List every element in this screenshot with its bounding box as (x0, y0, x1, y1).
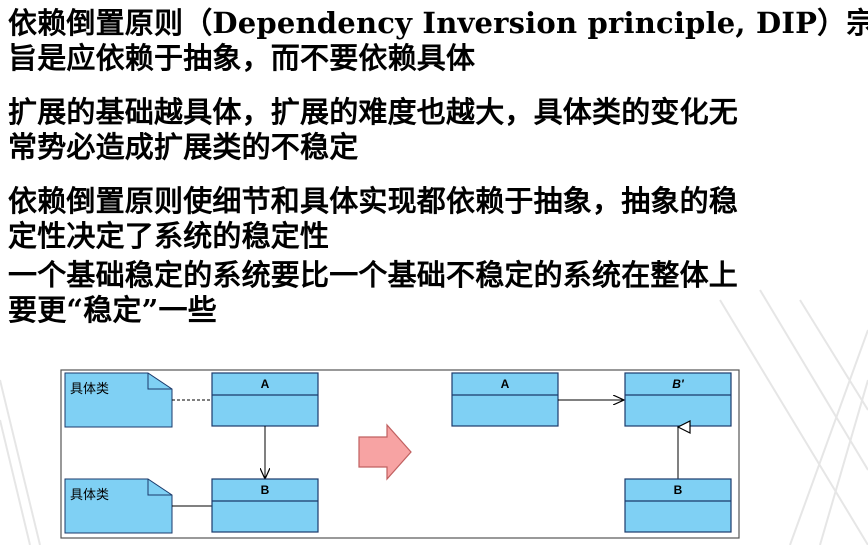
note-concrete-class-top: 具体类 (64, 372, 173, 428)
class-name-b-left: B (261, 483, 270, 497)
note-concrete-class-bottom: 具体类 (64, 478, 173, 534)
paragraph-line: 一个基础稳定的系统要比一个基础不稳定的系统在整体上 (8, 258, 739, 292)
paragraph-line: 常势必造成扩展类的不稳定 (8, 130, 359, 164)
paragraph-line: 定性决定了系统的稳定性 (8, 219, 330, 253)
class-box-b-prime: B' (624, 372, 732, 427)
paragraph-stable-system: 一个基础稳定的系统要比一个基础不稳定的系统在整体上 要更“稳定”一些 (8, 258, 864, 328)
class-box-a-right: A (451, 372, 559, 427)
note-label-top: 具体类 (70, 381, 109, 396)
paragraph-extension-difficulty: 扩展的基础越具体，扩展的难度也越大，具体类的变化无 常势必造成扩展类的不稳定 (8, 95, 864, 165)
paragraph-line: 旨是应依赖于抽象，而不要依赖具体 (8, 41, 476, 75)
paragraph-line: 扩展的基础越具体，扩展的难度也越大，具体类的变化无 (8, 95, 739, 129)
note-label-bottom: 具体类 (70, 487, 109, 502)
class-name-b-prime: B' (672, 377, 685, 391)
paragraph-line: 依赖倒置原则（Dependency Inversion principle, D… (8, 6, 868, 40)
paragraph-dip-definition: 依赖倒置原则（Dependency Inversion principle, D… (8, 6, 868, 76)
dip-uml-diagram: 具体类 A 具体类 B A B' B (60, 369, 740, 539)
paragraph-line: 要更“稳定”一些 (8, 293, 217, 327)
class-box-b-left: B (211, 478, 319, 533)
class-box-b-right: B (624, 478, 732, 533)
paragraph-line: 依赖倒置原则使细节和具体实现都依赖于抽象，抽象的稳 (8, 184, 739, 218)
class-box-a-left: A (211, 372, 319, 427)
transform-arrow-icon (358, 423, 412, 481)
class-name-a-right: A (501, 377, 510, 391)
class-name-a-left: A (261, 377, 270, 391)
paragraph-stability: 依赖倒置原则使细节和具体实现都依赖于抽象，抽象的稳 定性决定了系统的稳定性 (8, 184, 864, 254)
class-name-b-right: B (674, 483, 683, 497)
